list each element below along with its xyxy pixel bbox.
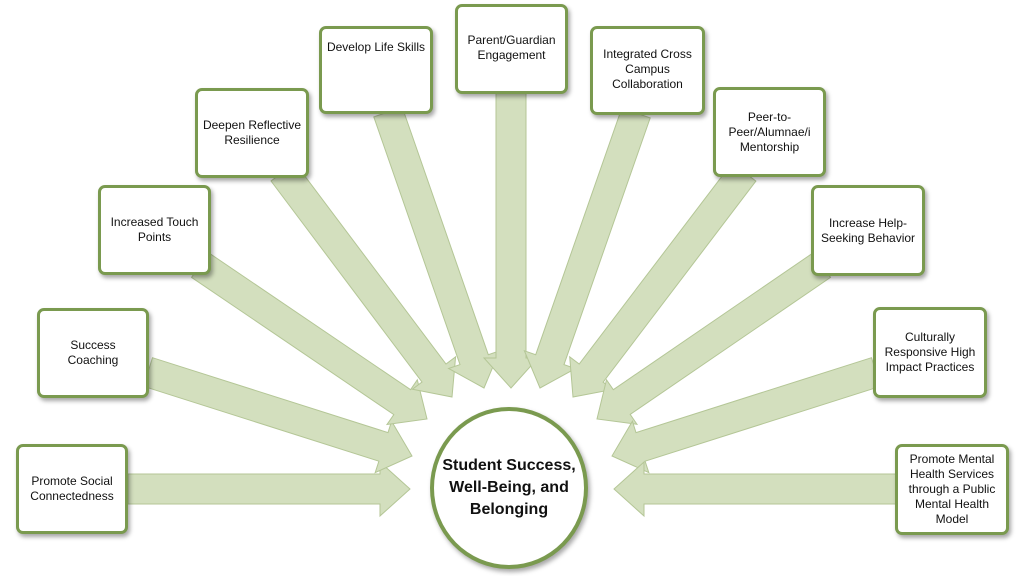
arrow-mental-health bbox=[613, 460, 898, 518]
center-hub: Student Success, Well-Being, and Belongi… bbox=[430, 407, 588, 569]
arrow-life-skills bbox=[373, 106, 501, 389]
arrow-success-coaching bbox=[142, 357, 413, 474]
arrow-peer-mentorship bbox=[569, 162, 757, 398]
node-label: Parent/Guardian Engagement bbox=[467, 33, 556, 62]
node-promote-mental-health-services: Promote Mental Health Services through a… bbox=[895, 444, 1009, 535]
node-increase-help-seeking-behavior: Increase Help-Seeking Behavior bbox=[811, 185, 925, 276]
node-label: Promote Social Connectedness bbox=[30, 474, 114, 503]
arrow-reflective-resilience bbox=[270, 162, 457, 398]
node-deepen-reflective-resilience: Deepen Reflective Resilience bbox=[195, 88, 309, 178]
node-culturally-responsive-practices: Culturally Responsive High Impact Practi… bbox=[873, 307, 987, 398]
node-label: Increase Help-Seeking Behavior bbox=[820, 215, 916, 245]
arrow-touch-points bbox=[190, 251, 428, 426]
node-promote-social-connectedness: Promote Social Connectedness bbox=[16, 444, 128, 534]
node-label: Increased Touch Points bbox=[110, 215, 199, 244]
node-label: Culturally Responsive High Impact Practi… bbox=[884, 330, 976, 374]
node-label: Integrated Cross Campus Collaboration bbox=[603, 47, 692, 91]
node-peer-mentorship: Peer-to-Peer/Alumnae/i Mentorship bbox=[713, 87, 826, 177]
arrow-culturally-responsive bbox=[611, 357, 882, 474]
node-label: Success Coaching bbox=[67, 338, 119, 367]
node-label: Develop Life Skills bbox=[326, 40, 426, 54]
hub-label: Student Success, Well-Being, and Belongi… bbox=[442, 457, 576, 518]
node-increased-touch-points: Increased Touch Points bbox=[98, 185, 211, 275]
arrow-help-seeking bbox=[596, 251, 832, 425]
arrow-cross-campus bbox=[523, 107, 651, 389]
node-label: Deepen Reflective Resilience bbox=[202, 118, 302, 147]
node-label: Peer-to-Peer/Alumnae/i Mentorship bbox=[728, 109, 811, 154]
arrow-social-connectedness bbox=[127, 460, 411, 518]
node-success-coaching: Success Coaching bbox=[37, 308, 149, 398]
node-develop-life-skills: Develop Life Skills bbox=[319, 26, 433, 114]
node-label: Promote Mental Health Services through a… bbox=[908, 452, 996, 526]
node-parent-guardian-engagement: Parent/Guardian Engagement bbox=[455, 4, 568, 94]
node-integrated-cross-campus-collaboration: Integrated Cross Campus Collaboration bbox=[590, 26, 705, 115]
arrow-parent-engagement bbox=[482, 92, 540, 389]
